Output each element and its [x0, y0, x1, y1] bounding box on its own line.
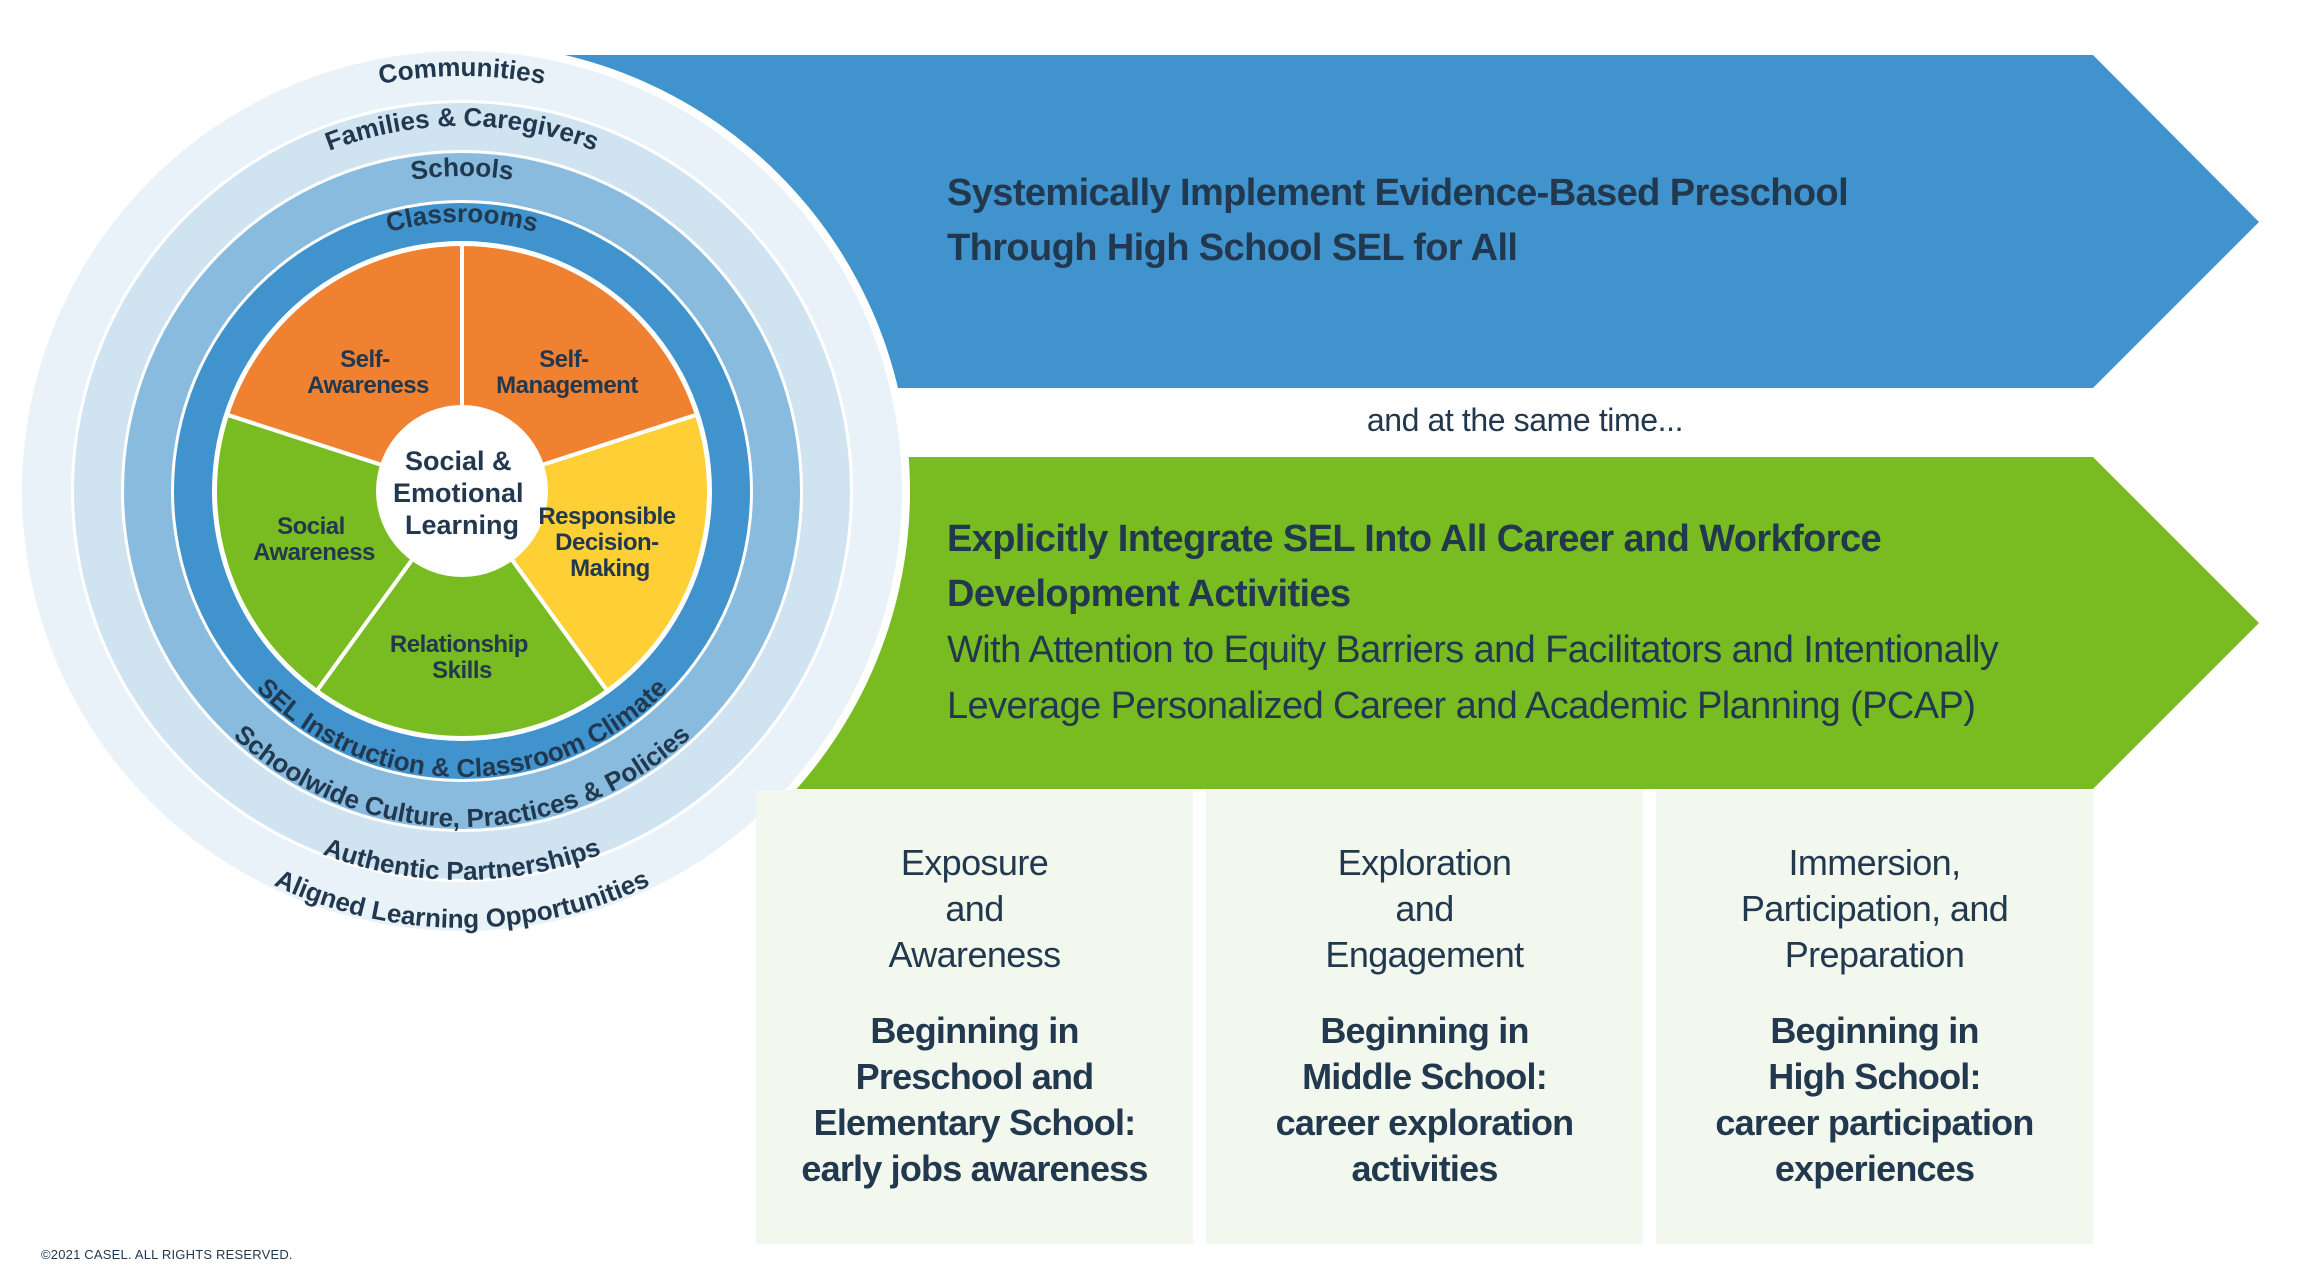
stage-start-line: High School: [1768, 1056, 1981, 1097]
stage-phase-line: Exposure [900, 842, 1049, 883]
center-label: Social & Emotional Learning [393, 446, 531, 540]
stage-phase: Exploration and Engagement [1206, 840, 1643, 978]
competency-line: Making [570, 555, 650, 582]
stage-box-exposure: Exposure and Awareness Beginning in Pres… [756, 790, 1193, 1244]
competency-segment [314, 487, 610, 740]
stage-start-line: Middle School: [1302, 1056, 1548, 1097]
green-arrow-subtitle-line: With Attention to Equity Barriers and Fa… [947, 629, 1999, 671]
center-label-line: Social & [405, 446, 512, 476]
stage-start-line: career exploration [1275, 1102, 1575, 1143]
stage-start-line: Beginning in [870, 1010, 1079, 1051]
competency-responsible-decision-making: Responsible Decision- Making [538, 503, 681, 582]
competency-line: Decision- [555, 529, 659, 556]
competency-self-awareness: Self- Awareness [307, 346, 429, 399]
stage-start-line: career participation [1715, 1102, 2034, 1143]
stage-phase-line: Awareness [888, 934, 1061, 975]
green-arrow-title: Explicitly Integrate SEL Into All Career… [947, 512, 2097, 622]
stage-box-exploration: Exploration and Engagement Beginning in … [1206, 790, 1643, 1244]
competency-line: Awareness [253, 539, 375, 566]
green-arrow-title-line: Explicitly Integrate SEL Into All Career… [947, 518, 1882, 560]
competency-relationship-skills: Relationship Skills [390, 631, 534, 684]
competency-line: Awareness [307, 372, 429, 399]
stage-phase-line: Immersion, [1788, 842, 1961, 883]
stage-phase-line: Exploration [1337, 842, 1512, 883]
ring-label-schools: Schools [409, 152, 516, 186]
blue-arrow-title: Systemically Implement Evidence-Based Pr… [947, 166, 2097, 276]
stage-phase-line: Engagement [1325, 934, 1524, 975]
sel-wheel: Social & Emotional Learning Self- Awaren… [14, 43, 910, 939]
stage-phase: Exposure and Awareness [756, 840, 1193, 978]
competency-line: Social [277, 513, 345, 540]
stage-phase-line: and [945, 888, 1004, 929]
blue-arrow-title-line: Systemically Implement Evidence-Based Pr… [947, 172, 1849, 214]
competency-line: Management [496, 372, 638, 399]
blue-arrow-title-line: Through High School SEL for All [947, 227, 1518, 269]
center-label-line: Learning [405, 510, 519, 540]
stage-phase: Immersion, Participation, and Preparatio… [1656, 840, 2093, 978]
green-arrow-subtitle-line: Leverage Personalized Career and Academi… [947, 685, 1976, 727]
stage-start: Beginning in Middle School: career explo… [1206, 1008, 1643, 1192]
stage-start-line: activities [1351, 1148, 1498, 1189]
green-arrow-title-line: Development Activities [947, 573, 1351, 615]
competency-line: Self- [340, 346, 390, 373]
competency-line: Responsible [538, 503, 675, 530]
stage-box-immersion: Immersion, Participation, and Preparatio… [1656, 790, 2093, 1244]
green-arrow-subtitle: With Attention to Equity Barriers and Fa… [947, 622, 2147, 734]
connector-text: and at the same time... [1366, 402, 1684, 438]
competency-line: Skills [432, 657, 492, 684]
competency-line: Relationship [390, 631, 528, 658]
competency-self-management: Self- Management [496, 346, 638, 399]
green-arrow-banner [560, 457, 2259, 789]
stage-start-line: Beginning in [1770, 1010, 1979, 1051]
stage-phase-line: Preparation [1784, 934, 1965, 975]
stage-phase-line: Participation, and [1740, 888, 2009, 929]
stage-start: Beginning in High School: career partici… [1656, 1008, 2093, 1192]
stage-start: Beginning in Preschool and Elementary Sc… [756, 1008, 1193, 1192]
copyright-notice: ©2021 CASEL. ALL RIGHTS RESERVED. [41, 1247, 293, 1262]
stage-start-line: Beginning in [1320, 1010, 1529, 1051]
stage-start-line: Preschool and [855, 1056, 1094, 1097]
stage-start-line: experiences [1774, 1148, 1975, 1189]
center-circle [376, 405, 548, 577]
blue-arrow-banner [560, 55, 2259, 388]
competency-social-awareness: Social Awareness [253, 513, 375, 566]
stage-start-line: Elementary School: [813, 1102, 1137, 1143]
stage-start-line: early jobs awareness [801, 1148, 1148, 1189]
competency-line: Self- [539, 346, 589, 373]
center-label-line: Emotional [393, 478, 524, 508]
stage-phase-line: and [1395, 888, 1454, 929]
ring-label-text: Schools [409, 152, 516, 186]
